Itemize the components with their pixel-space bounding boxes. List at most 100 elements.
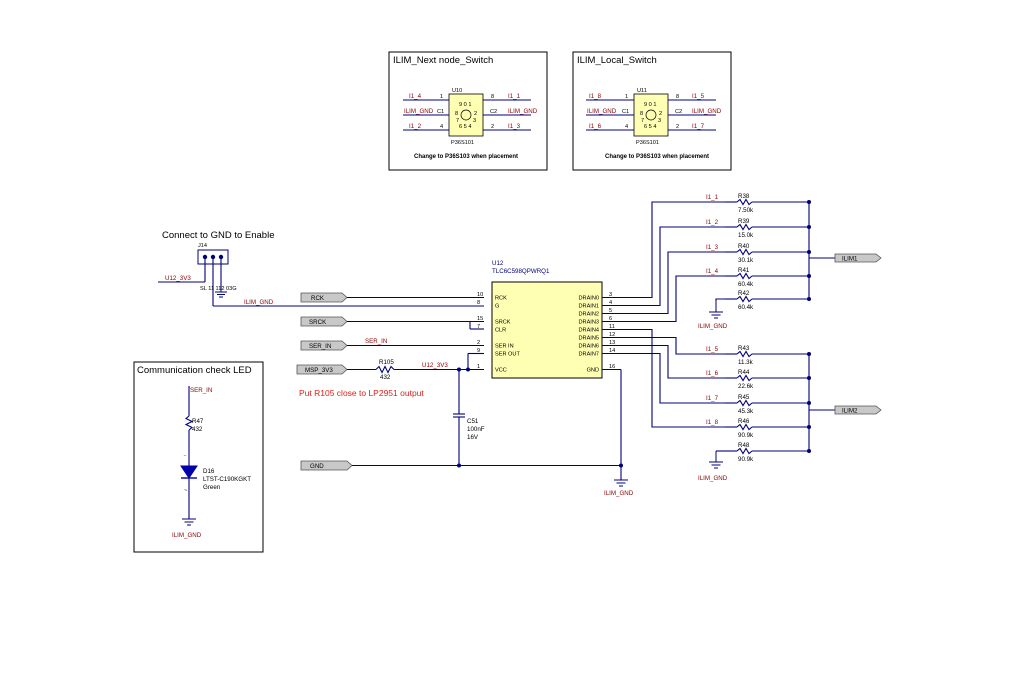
- resistor-value: 60.4k: [738, 281, 754, 288]
- resistor-ref: R39: [738, 218, 750, 225]
- svg-text:2: 2: [474, 111, 477, 117]
- svg-text:SRCK: SRCK: [309, 319, 327, 326]
- j14-ref: J14: [198, 243, 207, 249]
- u12-pin-name: SER IN: [495, 344, 514, 350]
- resistor-net: I1_3: [706, 244, 719, 251]
- svg-text:C2: C2: [675, 109, 682, 115]
- u12-pin-num: 9: [477, 348, 480, 354]
- comm-title: Communication check LED: [137, 365, 252, 376]
- u12-pin-num: 6: [609, 316, 612, 322]
- u12-pin-num: 5: [609, 308, 612, 314]
- resistor-r38: R38 7.50k I1_1: [706, 193, 811, 214]
- svg-text:C2: C2: [490, 109, 497, 115]
- j14-jumper: Connect to GND to Enable J14 U12_3V3 SL …: [158, 230, 347, 307]
- u12-pin-num: 4: [609, 300, 612, 306]
- u12-pin-name: DRAIN4: [578, 328, 599, 334]
- u12-pin-name: SRCK: [495, 320, 511, 326]
- port-ilim1: ILIM1: [834, 253, 882, 263]
- u12-pin-num: 16: [609, 364, 615, 370]
- ilim-next-node-switch-block: ILIM_Next node_Switch U10 P36S101 9 0 1 …: [388, 51, 548, 171]
- svg-text:GND: GND: [310, 463, 324, 470]
- u12-pin-num: 15: [477, 316, 483, 322]
- svg-text:2: 2: [676, 124, 679, 130]
- u12-shift-register: U12 TLC6C598QPWRQ1 10RCK8G15SRCK7CLR2SER…: [477, 260, 634, 497]
- u12-right-pins: 3DRAIN04DRAIN15DRAIN26DRAIN311DRAIN412DR…: [578, 292, 615, 374]
- u12-pin-num: 12: [609, 332, 615, 338]
- u12-pin-name: DRAIN3: [578, 320, 599, 326]
- resistor-net: I1_7: [706, 395, 719, 402]
- u12-pin-name: GND: [587, 368, 599, 374]
- resistor-net: I1_6: [706, 370, 719, 377]
- u12-pin-name: RCK: [495, 296, 507, 302]
- net-ser-in: SER_IN: [365, 338, 387, 345]
- svg-text:9 0 1: 9 0 1: [459, 102, 471, 108]
- port-msp-3v3: MSP_3V3: [296, 364, 348, 375]
- svg-text:C1: C1: [622, 109, 629, 115]
- u12-pin-name: DRAIN2: [578, 312, 599, 318]
- svg-text:8: 8: [676, 94, 679, 100]
- resistor-net: I1_5: [706, 346, 719, 353]
- u11-net-left1: I1_8: [589, 93, 602, 100]
- u10-ref: U10: [452, 88, 462, 94]
- svg-text:8: 8: [640, 111, 643, 117]
- net-u12-3v3: U12_3V3: [422, 362, 448, 369]
- resistor-ref: R40: [738, 243, 750, 250]
- svg-text:1: 1: [625, 94, 628, 100]
- resistor-net: I1_8: [706, 419, 719, 426]
- svg-text:8: 8: [455, 111, 458, 117]
- svg-text:ILIM1: ILIM1: [842, 256, 858, 263]
- u12-pin-num: 7: [477, 324, 480, 330]
- j14-part: SL 11 112 03G: [200, 286, 237, 292]
- svg-text:7: 7: [456, 118, 459, 124]
- u12-part: TLC6C598QPWRQ1: [492, 268, 550, 275]
- resistor-value: 7.50k: [738, 207, 754, 214]
- led-net-top: SER_IN: [190, 387, 212, 394]
- svg-text:MSP_3V3: MSP_3V3: [305, 367, 333, 374]
- u12-pin-name: DRAIN0: [578, 296, 599, 302]
- svg-text:432: 432: [192, 426, 203, 433]
- u11-ref: U11: [637, 88, 647, 94]
- u11-part: P36S101: [636, 140, 659, 146]
- resistor-ref: R42: [738, 290, 750, 297]
- svg-text:‾: ‾: [183, 455, 187, 462]
- u12-pin-num: 2: [477, 340, 480, 346]
- svg-text:6 5 4: 6 5 4: [459, 124, 471, 130]
- svg-text:16V: 16V: [467, 434, 479, 441]
- resistor-net: I1_1: [706, 194, 719, 201]
- svg-text:ILIM2: ILIM2: [842, 408, 858, 415]
- svg-text:2: 2: [491, 124, 494, 130]
- u12-pin-num: 14: [609, 348, 615, 354]
- svg-text:432: 432: [380, 374, 391, 381]
- u12-gnd-net: ILIM_GND: [604, 490, 634, 497]
- port-srck: SRCK: [300, 316, 348, 327]
- svg-text:C51: C51: [467, 418, 479, 425]
- svg-text:100nF: 100nF: [467, 426, 485, 433]
- u12-ref: U12: [492, 260, 504, 267]
- svg-text:~: ~: [184, 488, 188, 494]
- port-rck: RCK: [300, 292, 348, 303]
- u12-pin-num: 10: [477, 292, 483, 298]
- svg-text:7: 7: [641, 118, 644, 124]
- comm-check-led-block: Communication check LED SER_IN R47 432 ‾…: [133, 361, 264, 553]
- svg-text:R105: R105: [379, 359, 394, 366]
- u12-pin-num: 13: [609, 340, 615, 346]
- svg-text:3: 3: [473, 118, 476, 124]
- led-d16-diode: [180, 465, 198, 479]
- resistor-ref: R43: [738, 345, 750, 352]
- u12-pin-num: 1: [477, 364, 480, 370]
- resistor-value: 30.1k: [738, 257, 754, 264]
- resistor-ref: R38: [738, 193, 750, 200]
- svg-text:LTST-C190KGKT: LTST-C190KGKT: [203, 476, 251, 483]
- resistor-value: 90.9k: [738, 456, 754, 463]
- u11-net-left3: I1_6: [589, 123, 602, 130]
- resistor-net: I1_2: [706, 219, 719, 226]
- u10-note: Change to P36S103 when placement: [414, 154, 518, 160]
- u12-pin-name: CLR: [495, 328, 506, 334]
- u10-net-left1: I1_4: [409, 93, 422, 100]
- j14-net-gnd: ILIM_GND: [244, 299, 274, 306]
